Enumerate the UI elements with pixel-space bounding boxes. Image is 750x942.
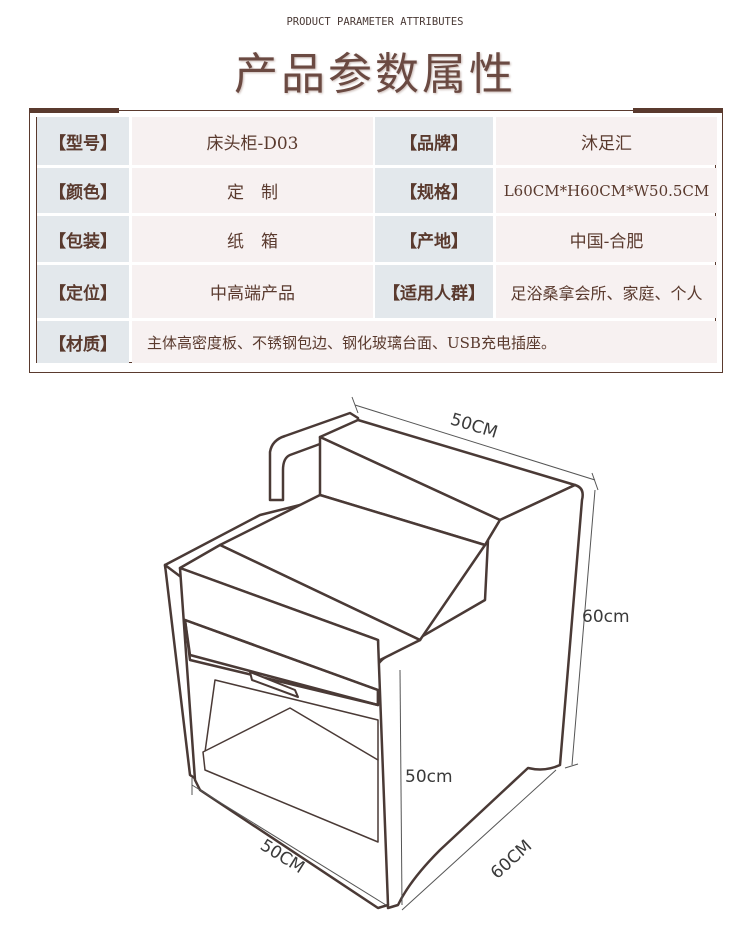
dim-top-width: 50CM (448, 410, 500, 443)
value-model: 床头柜-D03 (132, 117, 373, 165)
value-positioning: 中高端产品 (132, 265, 373, 318)
nightstand-diagram: 50CM 60cm 50cm 60CM 50CM (163, 396, 630, 911)
value-color: 定 制 (132, 168, 373, 213)
dim-depth: 60CM (487, 836, 536, 883)
label-brand: 【品牌】 (375, 117, 493, 165)
value-brand: 沐足汇 (496, 117, 717, 165)
label-material: 【材质】 (37, 321, 129, 363)
dim-inner-height: 50cm (405, 767, 453, 787)
label-package: 【包装】 (37, 216, 129, 262)
frame-accent-right (633, 108, 723, 113)
label-spec: 【规格】 (375, 168, 493, 213)
dimension-line-inner (399, 669, 403, 906)
right-side-panel (374, 483, 584, 910)
drawer-handle (249, 671, 299, 698)
label-origin: 【产地】 (375, 216, 493, 262)
frame-accent-left (29, 108, 119, 113)
table-frame (29, 110, 723, 373)
bottom-shelf (202, 707, 379, 843)
value-package: 纸 箱 (132, 216, 373, 262)
label-color: 【颜色】 (37, 168, 129, 213)
label-audience: 【适用人群】 (375, 265, 493, 318)
dimension-line-depth (401, 769, 557, 911)
dim-height: 60cm (582, 607, 630, 627)
label-model: 【型号】 (37, 117, 129, 165)
parameter-table: 【型号】 床头柜-D03 【品牌】 沐足汇 【颜色】 定 制 【规格】 L60C… (36, 117, 717, 363)
value-origin: 中国-合肥 (496, 216, 717, 262)
dimension-line-front (191, 784, 387, 906)
value-spec: L60CM*H60CM*W50.5CM (496, 168, 717, 213)
value-audience: 足浴桑拿会所、家庭、个人 (496, 265, 717, 318)
page-title: 产品参数属性 (234, 49, 516, 100)
drawer-front (183, 618, 380, 707)
label-positioning: 【定位】 (37, 265, 129, 318)
value-material: 主体高密度板、不锈钢包边、钢化玻璃台面、USB充电插座。 (132, 321, 717, 363)
dimension-line-top (354, 404, 596, 481)
dimension-line-height (571, 489, 596, 766)
subtitle: PRODUCT PARAMETER ATTRIBUTES (286, 16, 464, 28)
